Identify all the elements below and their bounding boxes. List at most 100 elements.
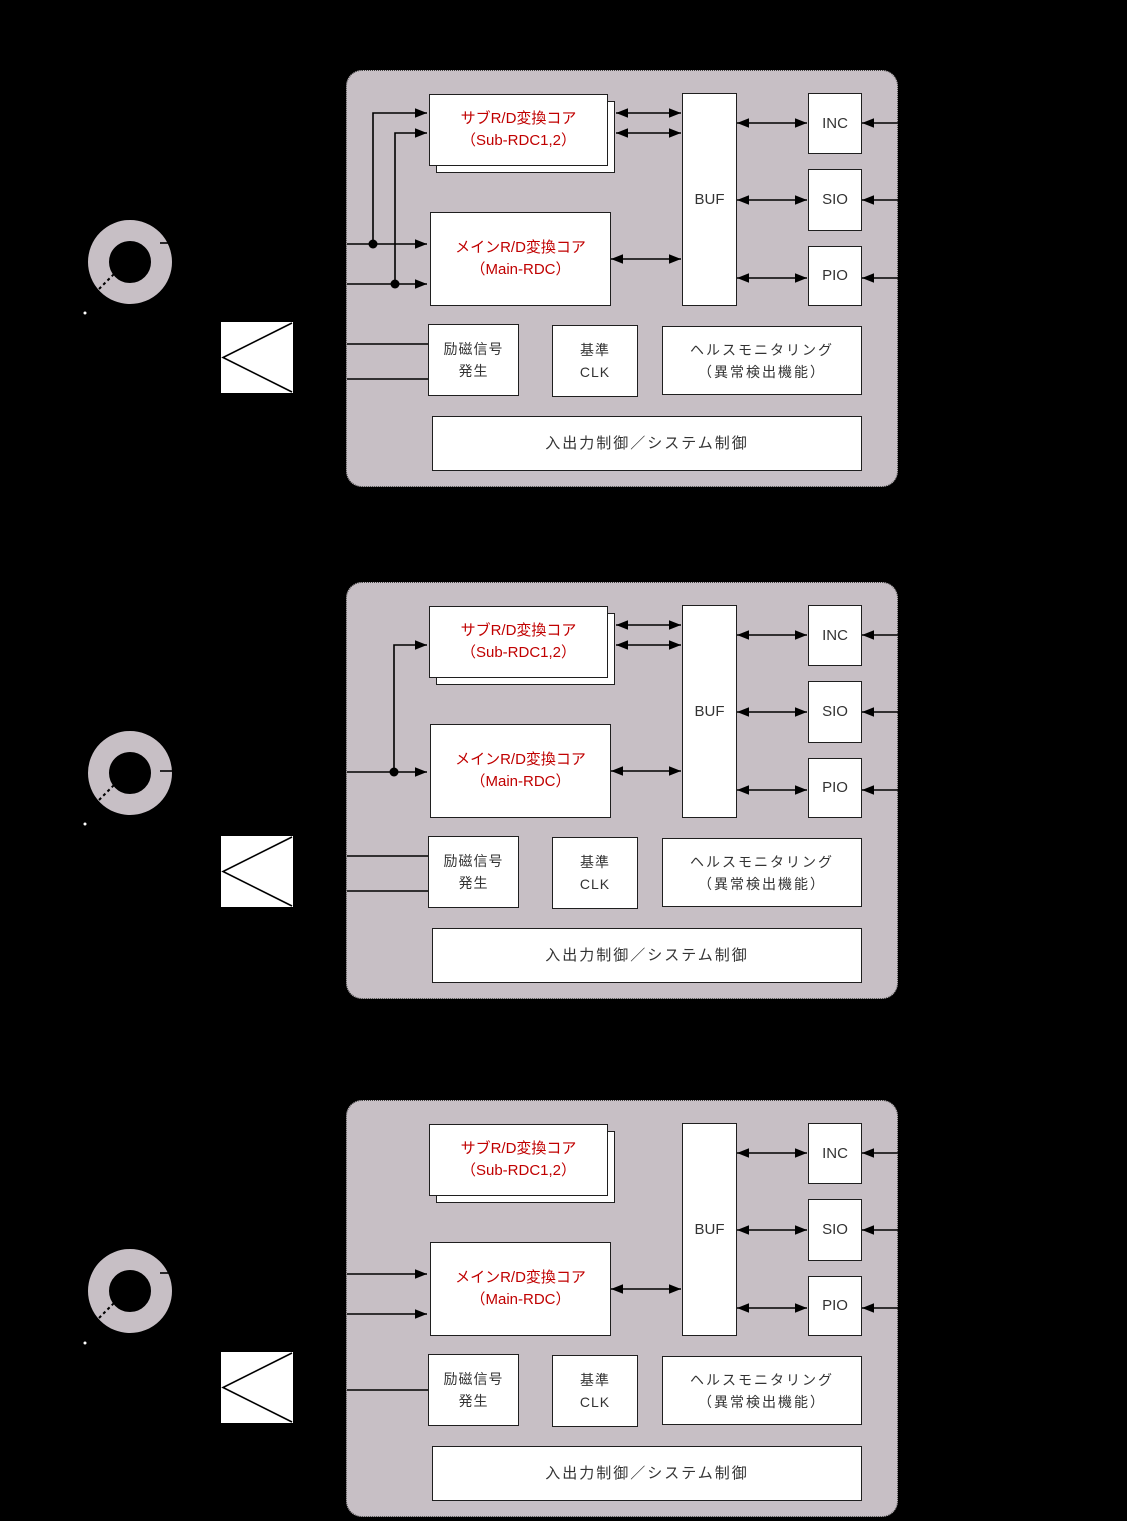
io-control-label: 入出力制御／システム制御: [545, 946, 749, 964]
sio-label: SIO: [822, 703, 848, 720]
ref-clk-box: 基準 CLK: [552, 325, 638, 397]
sub-rdc-label-1: サブR/D変換コア: [460, 110, 577, 127]
health-label-2: （異常検出機能）: [698, 875, 826, 892]
main-rdc-box: メインR/D変換コア （Main-RDC）: [430, 724, 611, 818]
buf-label: BUF: [694, 190, 725, 208]
buf-port-buses: [737, 1148, 807, 1313]
main-rdc-box: メインR/D変換コア （Main-RDC）: [430, 1242, 611, 1336]
buf-box: BUF: [682, 1123, 737, 1336]
sio-label: SIO: [822, 191, 848, 208]
ref-clk-label-2: CLK: [579, 1394, 611, 1410]
panel-wiring: [347, 620, 899, 892]
ref-clk-label-1: 基準: [580, 1372, 610, 1388]
io-control-label: 入出力制御／システム制御: [545, 434, 749, 452]
excitation-lines: [347, 855, 428, 892]
buf-label: BUF: [694, 702, 725, 720]
inc-label: INC: [822, 1144, 848, 1162]
excitation-label-2: 発生: [458, 363, 489, 379]
resolver-shaft-mark: [98, 273, 115, 1319]
amplifier-triangle: [221, 1352, 293, 1423]
io-control-label: 入出力制御／システム制御: [545, 1464, 749, 1482]
ref-clk-box: 基準 CLK: [552, 837, 638, 909]
main-rdc-label-1: メインR/D変換コア: [455, 1269, 586, 1286]
excitation-label-1: 励磁信号: [443, 341, 504, 357]
sio-box: SIO: [808, 681, 862, 743]
amplifier-icon: [221, 322, 293, 393]
sio-box: SIO: [808, 169, 862, 231]
main-rdc-box: メインR/D変換コア （Main-RDC）: [430, 212, 611, 306]
sio-label: SIO: [822, 1221, 848, 1238]
pio-label: PIO: [822, 779, 848, 796]
resolver-input-lines: [347, 108, 427, 289]
main-rdc-label-2: （Main-RDC）: [470, 1291, 571, 1308]
buf-box: BUF: [682, 93, 737, 306]
buf-port-buses: [737, 118, 807, 283]
sub-rdc-box: サブR/D変換コア （Sub-RDC1,2）: [429, 94, 608, 166]
main-rdc-label-1: メインR/D変換コア: [455, 239, 586, 256]
inc-box: INC: [808, 93, 862, 154]
excitation-label-2: 発生: [458, 1393, 489, 1409]
sio-box: SIO: [808, 1199, 862, 1261]
ref-clk-label-1: 基準: [580, 342, 610, 358]
sub-rdc-label-2: （Sub-RDC1,2）: [460, 644, 577, 661]
buf-port-buses: [737, 630, 807, 795]
resolver-input-lines: [347, 1269, 427, 1319]
white-speck: [83, 311, 87, 1345]
sub-rdc-label-2: （Sub-RDC1,2）: [460, 1162, 577, 1179]
external-port-lines: [862, 1148, 899, 1313]
pio-label: PIO: [822, 1297, 848, 1314]
ref-clk-label-2: CLK: [579, 876, 611, 892]
rdc-lsi-panel-3: サブR/D変換コア （Sub-RDC1,2） メインR/D変換コア （Main-…: [346, 1100, 899, 1517]
sub-rdc-buf-buses: [616, 108, 681, 138]
buf-label: BUF: [694, 1220, 725, 1238]
external-port-lines: [862, 118, 899, 283]
inc-box: INC: [808, 605, 862, 666]
ref-clk-label-2: CLK: [579, 364, 611, 380]
inc-box: INC: [808, 1123, 862, 1184]
buf-box: BUF: [682, 605, 737, 818]
sub-rdc-label-2: （Sub-RDC1,2）: [460, 132, 577, 149]
excitation-label-2: 発生: [458, 875, 489, 891]
sub-rdc-box: サブR/D変換コア （Sub-RDC1,2）: [429, 1124, 608, 1196]
main-rdc-label-2: （Main-RDC）: [470, 773, 571, 790]
excitation-box: 励磁信号 発生: [428, 836, 519, 908]
resolver-wire-tick: [160, 242, 176, 1274]
excitation-lines: [347, 343, 428, 380]
pio-box: PIO: [808, 758, 862, 818]
health-label-2: （異常検出機能）: [698, 363, 826, 380]
io-control-box: 入出力制御／システム制御: [432, 928, 862, 983]
health-monitor-box: ヘルスモニタリング （異常検出機能）: [662, 1356, 862, 1425]
health-label-1: ヘルスモニタリング: [690, 1371, 834, 1388]
pio-label: PIO: [822, 267, 848, 284]
panel-wiring: [347, 1148, 899, 1391]
excitation-box: 励磁信号 発生: [428, 1354, 519, 1426]
amplifier-triangle: [221, 836, 293, 907]
panel-wiring: [347, 108, 899, 380]
amplifier-icon: [221, 836, 293, 907]
sub-rdc-box: サブR/D変換コア （Sub-RDC1,2）: [429, 606, 608, 678]
health-label-2: （異常検出機能）: [698, 1393, 826, 1410]
io-control-box: 入出力制御／システム制御: [432, 416, 862, 471]
rdc-lsi-panel-2: サブR/D変換コア （Sub-RDC1,2） メインR/D変換コア （Main-…: [346, 582, 899, 999]
main-rdc-label-2: （Main-RDC）: [470, 261, 571, 278]
health-label-1: ヘルスモニタリング: [690, 341, 834, 358]
io-control-box: 入出力制御／システム制御: [432, 1446, 862, 1501]
excitation-box: 励磁信号 発生: [428, 324, 519, 396]
inc-label: INC: [822, 626, 848, 644]
sub-rdc-label-1: サブR/D変換コア: [460, 1140, 577, 1157]
sub-rdc-buf-buses: [616, 620, 681, 650]
inc-label: INC: [822, 114, 848, 132]
excitation-label-1: 励磁信号: [443, 1371, 504, 1387]
amplifier-triangle: [221, 322, 293, 393]
rdc-lsi-panel-1: サブR/D変換コア （Sub-RDC1,2） メインR/D変換コア （Main-…: [346, 70, 899, 487]
health-label-1: ヘルスモニタリング: [690, 853, 834, 870]
ref-clk-box: 基準 CLK: [552, 1355, 638, 1427]
pio-box: PIO: [808, 1276, 862, 1336]
health-monitor-box: ヘルスモニタリング （異常検出機能）: [662, 326, 862, 395]
sub-rdc-label-1: サブR/D変換コア: [460, 622, 577, 639]
resolver-input-lines: [347, 640, 427, 777]
pio-box: PIO: [808, 246, 862, 306]
health-monitor-box: ヘルスモニタリング （異常検出機能）: [662, 838, 862, 907]
